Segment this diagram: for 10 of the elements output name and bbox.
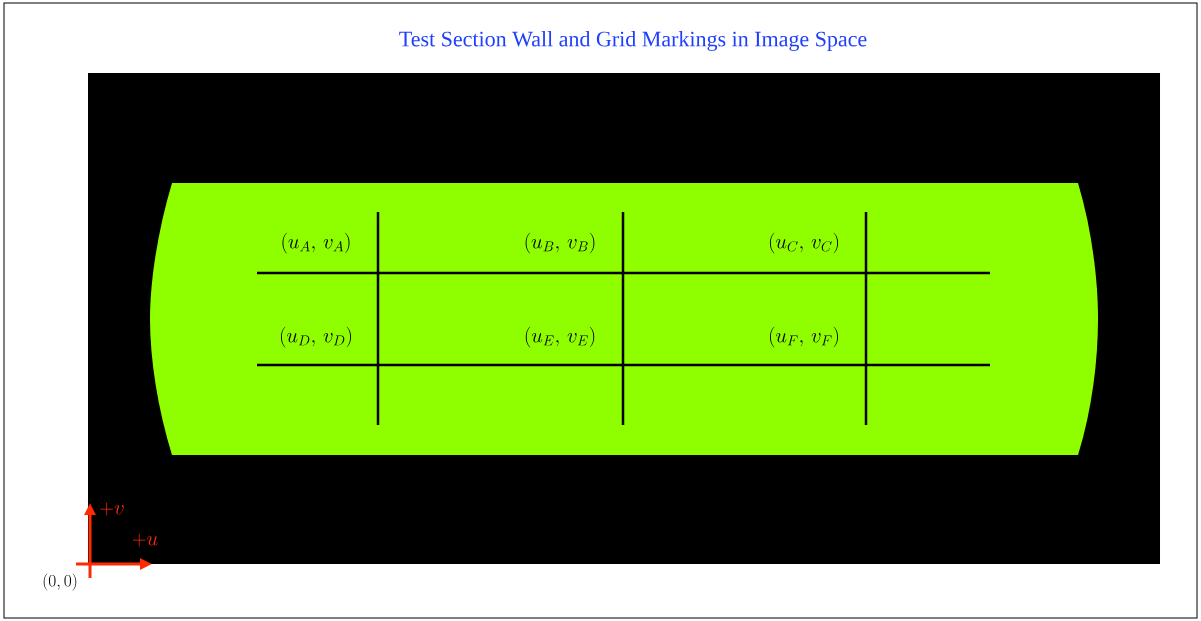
- coordinate-label: $(u_E,\, v_E)$: [525, 326, 595, 348]
- title: Test Section Wall and Grid Markings in Image Space: [399, 31, 867, 51]
- coordinate-label: $(u_A,\, v_A)$: [282, 232, 350, 254]
- axis-label: $+u$: [132, 533, 158, 547]
- coordinate-label: $(u_B,\, v_B)$: [525, 232, 595, 254]
- origin-label: $(0,0)$: [43, 573, 77, 591]
- axis-label: $+v$: [100, 502, 124, 516]
- coordinate-label: $(u_D,\, v_D)$: [280, 326, 352, 348]
- coordinate-label: $(u_F,\, v_F)$: [770, 326, 838, 348]
- coordinate-label: $(u_C,\, v_C)$: [769, 232, 839, 254]
